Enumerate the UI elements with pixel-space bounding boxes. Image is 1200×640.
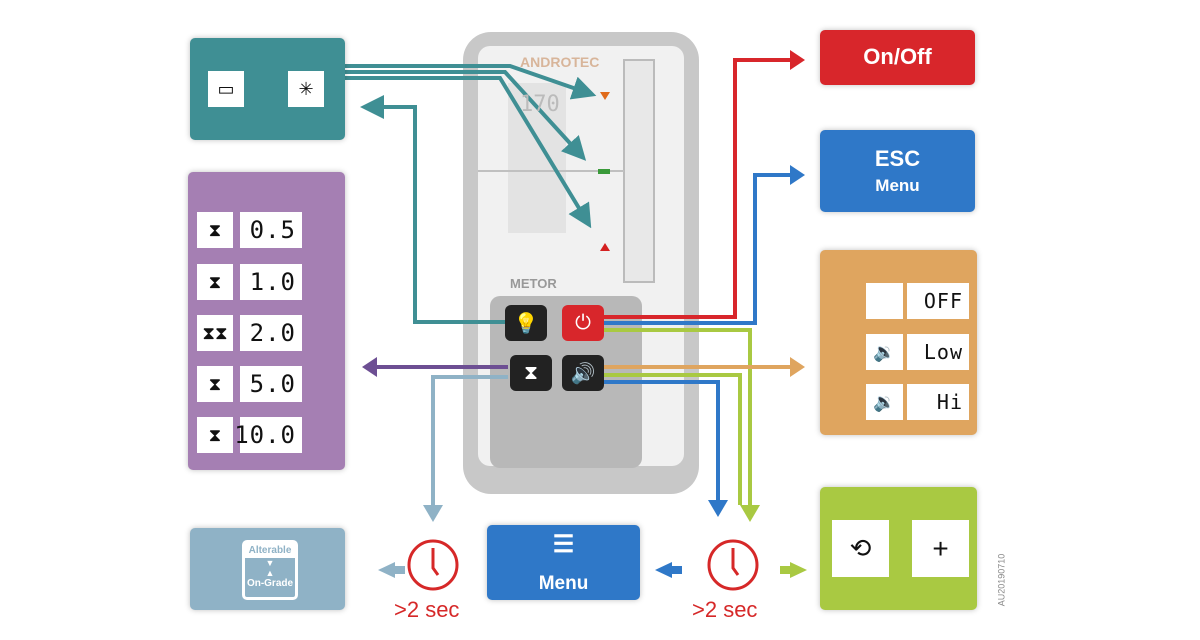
- volume-value: Hi: [907, 384, 969, 420]
- accuracy-value: 5.0: [240, 366, 302, 402]
- esc-sub-label: Menu: [875, 176, 920, 195]
- volume-value: Low: [907, 334, 969, 370]
- menu-box: ☰ Menu: [487, 525, 640, 600]
- led-blink-icon: ✳: [288, 71, 324, 107]
- clock-icon-left: [407, 539, 459, 591]
- accuracy-value: 1.0: [240, 264, 302, 300]
- accuracy-icon: ⧗: [197, 417, 233, 453]
- light-button[interactable]: 💡: [505, 305, 547, 341]
- on-off-label: On/Off: [863, 44, 932, 69]
- accuracy-value: 10.0: [234, 417, 302, 453]
- crosshair-icon: +: [912, 520, 969, 577]
- accuracy-panel: ⧗0.5 ⧗1.0 ⧗⧗2.0 ⧗5.0 ⧗10.0: [188, 172, 345, 470]
- volume-button[interactable]: 🔊: [562, 355, 604, 391]
- rotation-icon: ⟲: [832, 520, 889, 577]
- volume-icon-blank: [866, 283, 903, 319]
- esc-menu-box: ESC Menu: [820, 130, 975, 212]
- device-model: METOR: [510, 276, 557, 291]
- device-brand: ANDROTEC: [520, 54, 600, 70]
- on-off-box: On/Off: [820, 30, 975, 85]
- volume-panel: OFF 🔉 Low 🔉 Hi: [820, 250, 977, 435]
- timer-label-right: >2 sec: [692, 597, 758, 622]
- document-code: AU20190710: [996, 553, 1007, 607]
- accuracy-icon: ⧗⧗: [197, 315, 233, 351]
- speaker-icon: 🔉: [866, 384, 903, 420]
- volume-value: OFF: [907, 283, 969, 319]
- grade-arrows-icon: ▼▲: [265, 558, 275, 578]
- power-button[interactable]: ⏻: [562, 305, 604, 341]
- display-mode-panel: ⟲ +: [820, 487, 977, 610]
- led-mode-panel: ▭ ✳: [190, 38, 345, 140]
- accuracy-icon: ⧗: [197, 212, 233, 248]
- device-display-value: 170: [520, 92, 560, 117]
- menu-label: Menu: [538, 573, 589, 594]
- led-off-icon: ▭: [208, 71, 244, 107]
- clock-icon-right: [707, 539, 759, 591]
- accuracy-button[interactable]: ⧗: [510, 355, 552, 391]
- esc-label: ESC: [874, 146, 921, 171]
- menu-icon: ☰: [552, 531, 575, 558]
- on-grade-label: On-Grade: [246, 578, 294, 589]
- alterable-label: Alterable: [245, 543, 295, 558]
- accuracy-icon: ⧗: [197, 366, 233, 402]
- accuracy-value: 0.5: [240, 212, 302, 248]
- timer-label-left: >2 sec: [394, 597, 460, 622]
- accuracy-icon: ⧗: [197, 264, 233, 300]
- speaker-icon: 🔉: [866, 334, 903, 370]
- mode-panel: Alterable ▼▲ On-Grade: [190, 528, 345, 610]
- accuracy-value: 2.0: [240, 315, 302, 351]
